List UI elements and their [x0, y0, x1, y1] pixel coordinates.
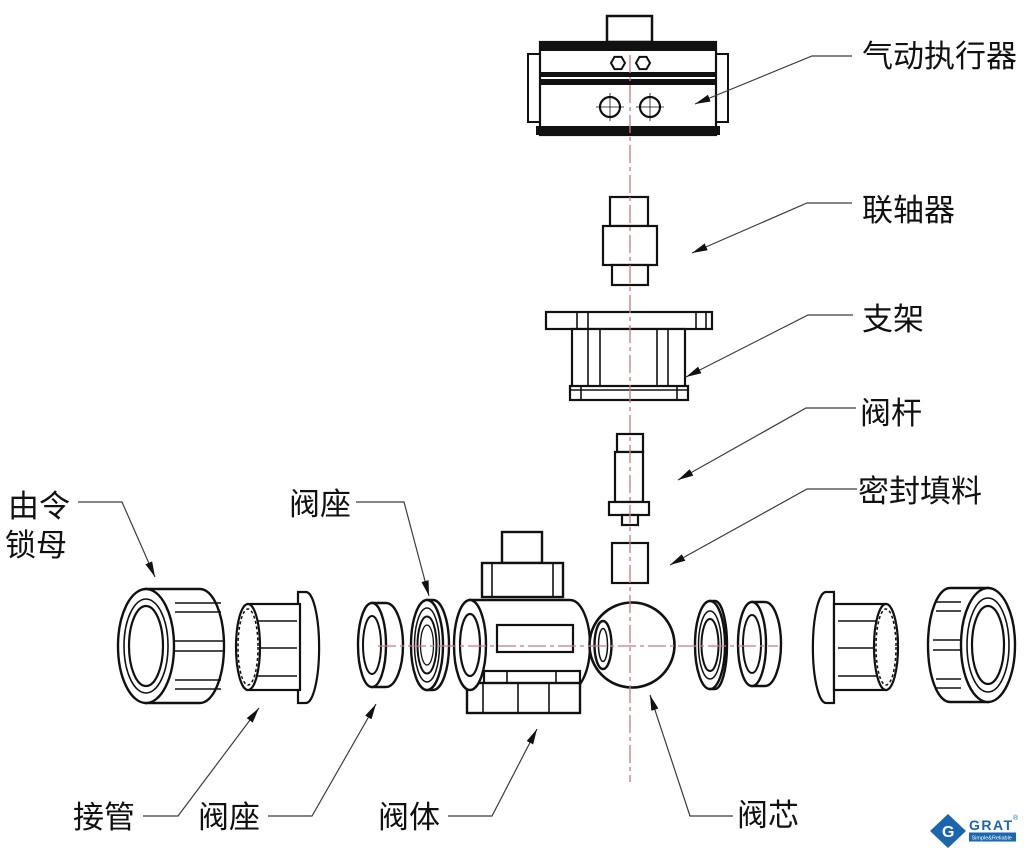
logo-registered-mark: ® [1013, 814, 1019, 822]
logo-tagline-text: Simple&Reliable [972, 836, 1012, 842]
label-packing: 密封填料 [858, 474, 982, 509]
label-ball: 阀芯 [737, 798, 799, 833]
leader-lines [78, 55, 857, 817]
part-labels: 气动执行器 联轴器 支架 阀杆 密封填料 由令 锁母 阀座 接管 阀座 阀体 阀… [5, 39, 1017, 835]
leader-packing [669, 488, 857, 566]
label-actuator: 气动执行器 [862, 39, 1017, 74]
bracket-drawing [544, 310, 714, 402]
leader-seat-bottom [268, 703, 377, 817]
label-union-nut-line1: 由令 [8, 489, 70, 524]
leader-pipe [143, 707, 260, 817]
label-seat-top: 阀座 [289, 487, 351, 522]
label-bracket: 支架 [862, 302, 924, 337]
label-stem: 阀杆 [860, 396, 922, 431]
label-seat-bottom: 阀座 [198, 800, 260, 835]
valve-seat-ring-left-inner [409, 598, 451, 692]
valve-seat-ring-left-outer [356, 601, 405, 689]
pipe-right-drawing [811, 590, 900, 705]
pneumatic-actuator-drawing [527, 14, 729, 137]
label-body: 阀体 [378, 800, 440, 835]
leader-bracket [685, 314, 853, 378]
label-union-nut-line2: 锁母 [5, 528, 67, 563]
logo-brand-text: GRAT [969, 817, 1014, 833]
valve-seat-ring-right-outer [736, 600, 783, 688]
leader-body [448, 728, 538, 817]
logo-tagline-strip [969, 832, 1016, 842]
leader-actuator [694, 55, 852, 105]
label-coupling: 联轴器 [862, 193, 955, 228]
leader-stem [677, 407, 856, 481]
label-pipe: 接管 [73, 800, 135, 835]
valve-seat-ring-right-inner [693, 599, 729, 691]
logo-diamond-icon [930, 814, 966, 848]
ball-core-drawing [588, 601, 676, 689]
grat-logo: G GRAT ® Simple&Reliable [930, 814, 1019, 848]
valve-body-drawing [452, 530, 592, 715]
leader-seat-top [356, 501, 430, 597]
union-lock-nut-left-drawing [116, 587, 226, 705]
valve-stem-drawing [607, 432, 651, 527]
union-lock-nut-right-drawing [926, 586, 1017, 704]
leader-ball [649, 694, 733, 817]
logo-monogram: G [942, 824, 954, 841]
pipe-left-drawing [234, 590, 321, 705]
leader-coupling [691, 202, 852, 254]
leader-union-nut [78, 501, 156, 578]
